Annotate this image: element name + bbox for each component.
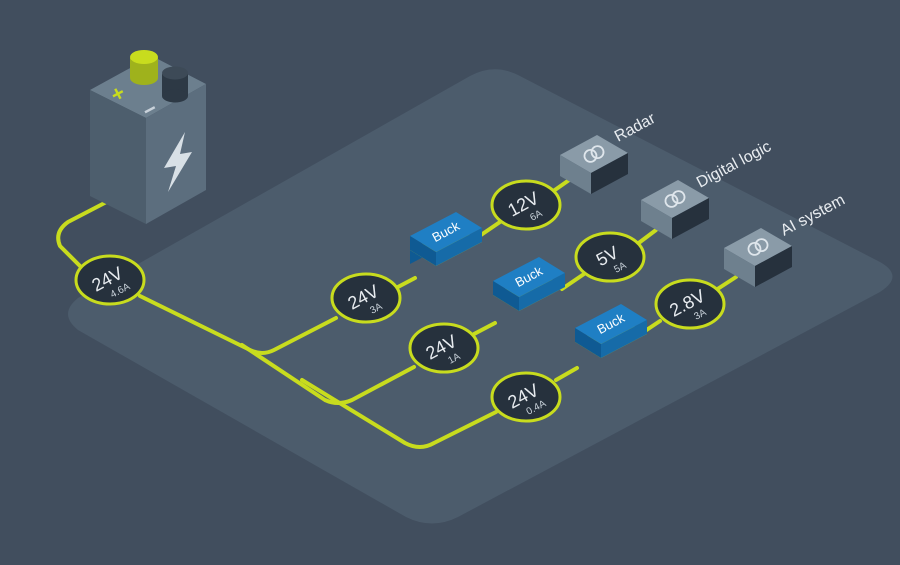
wire-logic-chain: [472, 228, 658, 336]
node-radar-out-current: 6A: [528, 208, 544, 224]
battery-front-face: [90, 90, 146, 224]
node-ai-out-2-8v: 2.8V 3A: [654, 278, 726, 330]
node-logic-in-current: 1A: [446, 351, 462, 367]
wire-ai-branch: [300, 378, 498, 449]
battery-plus-terminal: [130, 50, 158, 85]
battery-minus-terminal: [162, 66, 188, 103]
wire-battery-to-main: [56, 194, 120, 270]
platform-surface: [68, 69, 893, 524]
node-ai-out-current: 3A: [692, 307, 708, 323]
node-radar-out-12v: 12V 6A: [490, 179, 562, 231]
node-logic-in-24v: 24V 1A: [408, 322, 480, 374]
battery: + −: [90, 50, 206, 224]
wiring: [56, 176, 738, 449]
node-main-24v: 24V 4.6A: [74, 254, 146, 306]
buck-converter-logic: Buck: [493, 257, 565, 311]
load-label-logic: Digital logic: [694, 138, 774, 191]
node-logic-out-current: 5A: [612, 260, 628, 276]
buck-converter-ai: Buck: [575, 304, 647, 358]
node-radar-in-current: 3A: [368, 301, 384, 317]
node-ai-in-24v: 24V 0.4A: [490, 371, 562, 423]
lightning-bolt-icon: [164, 132, 192, 192]
node-logic-out-5v: 5V 5A: [574, 231, 646, 283]
node-radar-in-24v: 24V 3A: [330, 272, 402, 324]
